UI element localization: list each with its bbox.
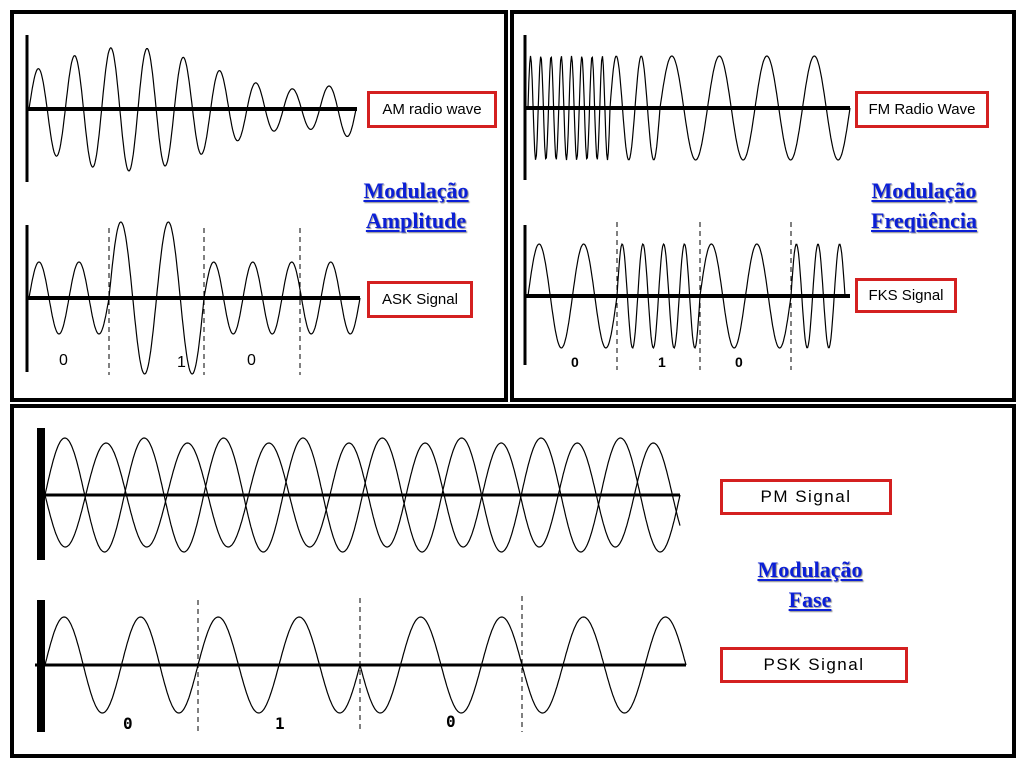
phase-panel (10, 404, 1016, 758)
psk-bit-1: 1 (275, 714, 285, 733)
amplitude-title: Modulação Amplitude (340, 176, 492, 236)
fm-radio-wave-label: FM Radio Wave (855, 91, 989, 128)
fm-carrier-curve (527, 55, 851, 161)
fsk-bit-0: 0 (571, 354, 579, 370)
fsk-bit-1: 1 (658, 354, 666, 370)
fm-radio-waveform (523, 35, 851, 180)
fsk-signal-curve (527, 243, 846, 349)
psk-signal-curve-b (359, 616, 687, 714)
ask-signal-label: ASK Signal (367, 281, 473, 318)
am-carrier-curve (28, 47, 357, 172)
fsk-waveform (523, 222, 850, 370)
psk-signal-curve-a (44, 616, 361, 714)
ask-waveform (25, 221, 361, 375)
frequency-title-line2: Freqüência (871, 208, 977, 233)
amplitude-panel (10, 10, 508, 402)
phase-title: Modulação Fase (732, 555, 888, 615)
phase-title-line2: Fase (788, 587, 832, 612)
am-radio-waveform (25, 35, 357, 182)
pm-waveform (37, 428, 681, 560)
am-radio-wave-label: AM radio wave (367, 91, 497, 128)
ask-bit-1: 1 (177, 354, 186, 371)
pm-shifted-curve (44, 442, 681, 548)
pm-carrier-curve (44, 437, 681, 553)
amplitude-title-line1: Modulação (363, 178, 469, 203)
fsk-signal-label: FKS Signal (855, 278, 957, 313)
frequency-title: Modulação Freqüência (844, 176, 1004, 236)
psk-waveform (35, 596, 687, 732)
fsk-bit-2: 0 (735, 354, 743, 370)
psk-signal-label: PSK Signal (720, 647, 908, 683)
frequency-title-line1: Modulação (871, 178, 977, 203)
ask-signal-curve (28, 221, 361, 375)
ask-bit-0: 0 (59, 352, 68, 369)
frequency-panel (510, 10, 1016, 402)
pm-signal-label: PM Signal (720, 479, 892, 515)
psk-bit-0: 0 (123, 714, 133, 733)
ask-bit-2: 0 (247, 352, 256, 369)
psk-bit-2: 0 (446, 712, 456, 731)
phase-title-line1: Modulação (757, 557, 863, 582)
amplitude-title-line2: Amplitude (365, 208, 467, 233)
